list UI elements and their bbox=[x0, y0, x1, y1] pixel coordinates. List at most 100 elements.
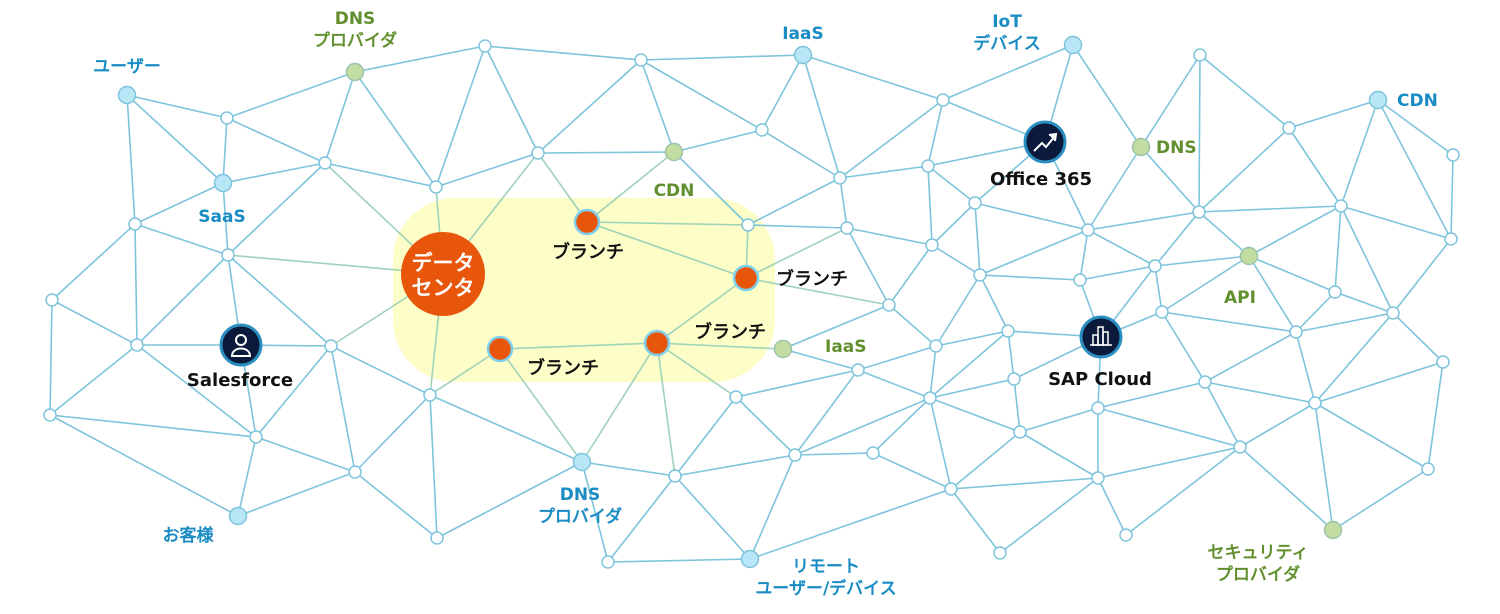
network-link bbox=[581, 342, 658, 463]
network-link bbox=[802, 54, 841, 179]
network-link bbox=[1140, 146, 1200, 213]
network-link bbox=[607, 475, 676, 563]
network-node bbox=[1328, 285, 1342, 299]
service-node[interactable] bbox=[1323, 520, 1343, 540]
network-link bbox=[872, 452, 952, 490]
network-link bbox=[1154, 265, 1163, 313]
network-link bbox=[888, 304, 937, 347]
network-link bbox=[1427, 361, 1444, 470]
network-node bbox=[840, 221, 854, 235]
branch-node[interactable] bbox=[486, 335, 514, 363]
network-link bbox=[1204, 381, 1241, 448]
network-link bbox=[1392, 238, 1452, 314]
network-node bbox=[755, 123, 769, 137]
network-node bbox=[249, 430, 263, 444]
customers-label: お客様 bbox=[163, 525, 215, 546]
endpoint-node[interactable] bbox=[117, 85, 137, 105]
network-link bbox=[656, 342, 784, 350]
network-node bbox=[531, 146, 545, 160]
network-link bbox=[640, 59, 675, 153]
trend-up-icon bbox=[1033, 132, 1058, 152]
iaas-top-label: IaaS bbox=[782, 24, 824, 44]
service-node[interactable] bbox=[345, 62, 365, 82]
network-link bbox=[674, 396, 737, 477]
branch-label: ブランチ bbox=[527, 357, 599, 379]
network-link bbox=[1097, 407, 1241, 448]
network-link bbox=[1161, 311, 1297, 333]
network-link bbox=[1450, 154, 1454, 240]
network-link bbox=[1087, 146, 1142, 231]
network-link bbox=[51, 223, 136, 301]
network-link bbox=[935, 274, 981, 347]
network-link bbox=[782, 348, 859, 371]
network-link bbox=[255, 345, 332, 438]
sap-cloud-node[interactable] bbox=[1079, 315, 1123, 359]
network-node bbox=[882, 298, 896, 312]
network-link bbox=[950, 431, 1021, 490]
salesforce-node[interactable] bbox=[219, 323, 263, 367]
branch-node[interactable] bbox=[573, 208, 601, 236]
network-node bbox=[1073, 273, 1087, 287]
network-node bbox=[634, 53, 648, 67]
office365-node[interactable] bbox=[1023, 120, 1067, 164]
endpoint-node[interactable] bbox=[740, 549, 760, 569]
network-link bbox=[846, 227, 933, 246]
network-node bbox=[601, 555, 615, 569]
network-link bbox=[935, 330, 1009, 347]
network-link bbox=[974, 202, 1089, 231]
network-link bbox=[1097, 381, 1206, 409]
network-link bbox=[749, 454, 796, 560]
network-link bbox=[1079, 229, 1089, 281]
dns-right-label: DNS bbox=[1156, 138, 1197, 158]
network-link bbox=[929, 330, 1009, 399]
service-node[interactable] bbox=[773, 339, 793, 359]
service-node[interactable] bbox=[664, 142, 684, 162]
security-provider-label-line2: プロバイダ bbox=[1216, 564, 1300, 585]
network-link bbox=[1332, 468, 1429, 531]
data-center-label-line1: データ bbox=[412, 251, 475, 275]
network-link bbox=[1161, 255, 1250, 313]
network-link bbox=[673, 129, 763, 153]
network-node bbox=[1081, 223, 1095, 237]
network-link bbox=[1340, 205, 1452, 240]
network-link bbox=[537, 59, 642, 154]
network-node bbox=[1155, 305, 1169, 319]
endpoint-node[interactable] bbox=[793, 45, 813, 65]
network-link bbox=[1198, 211, 1250, 257]
network-link bbox=[586, 221, 747, 279]
endpoint-node[interactable] bbox=[213, 173, 233, 193]
network-node bbox=[1289, 325, 1303, 339]
network-link bbox=[436, 461, 583, 539]
network-link bbox=[1204, 331, 1297, 383]
network-node bbox=[221, 248, 235, 262]
branch-node[interactable] bbox=[732, 264, 760, 292]
network-link bbox=[1340, 99, 1379, 207]
dns-provider-top-label-line2: プロバイダ bbox=[313, 30, 397, 51]
endpoint-node[interactable] bbox=[1063, 35, 1083, 55]
service-node[interactable] bbox=[1131, 137, 1151, 157]
endpoint-node[interactable] bbox=[1368, 90, 1388, 110]
network-node bbox=[1436, 355, 1450, 369]
service-node[interactable] bbox=[1239, 246, 1259, 266]
network-link bbox=[1334, 291, 1394, 314]
branch-zone bbox=[393, 198, 775, 382]
network-node bbox=[1282, 121, 1296, 135]
network-link bbox=[999, 477, 1099, 554]
network-link bbox=[931, 202, 976, 246]
network-link bbox=[927, 99, 944, 167]
network-link bbox=[429, 394, 583, 463]
endpoint-node[interactable] bbox=[572, 452, 592, 472]
network-node bbox=[668, 469, 682, 483]
branch-node[interactable] bbox=[643, 329, 671, 357]
network-link bbox=[49, 299, 53, 416]
data-center-node[interactable]: データ センタ bbox=[401, 232, 485, 316]
network-link bbox=[49, 344, 138, 416]
network-link bbox=[1154, 255, 1250, 267]
network-node bbox=[1198, 375, 1212, 389]
network-link bbox=[640, 59, 763, 131]
network-link bbox=[226, 117, 326, 164]
endpoint-node[interactable] bbox=[228, 506, 248, 526]
network-link bbox=[227, 254, 332, 347]
network-link bbox=[929, 345, 937, 399]
network-link bbox=[1288, 99, 1379, 129]
